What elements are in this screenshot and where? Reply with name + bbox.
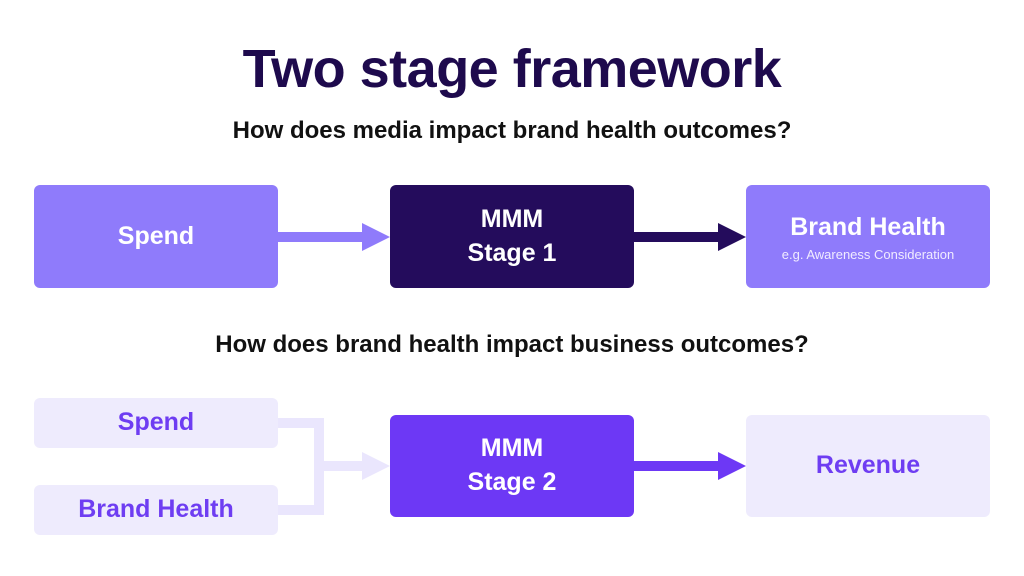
stage2-spend-label: Spend (117, 408, 195, 437)
stage2-revenue-label: Revenue (815, 451, 921, 480)
stage1-question: How does media impact brand health outco… (232, 117, 792, 144)
arrow-spend-to-stage1 (278, 223, 390, 251)
stage2-mmm-box: MMM Stage 2 (390, 415, 634, 517)
arrow-stage1-to-brand-health (634, 223, 746, 251)
stage2-mmm-line1: MMM (480, 434, 544, 463)
stage1-mmm-line2: Stage 1 (467, 238, 557, 267)
stage1-brand-health-label: Brand Health (790, 213, 946, 242)
stage1-brand-health-box: Brand Health e.g. Awareness Consideratio… (746, 185, 990, 288)
stage2-mmm-line2: Stage 2 (467, 468, 557, 496)
stage2-brand-health-box: Brand Health (34, 485, 278, 535)
stage2-spend-box: Spend (34, 398, 278, 448)
page-title: Two stage framework (242, 39, 782, 99)
stage1-spend-label: Spend (117, 221, 195, 250)
stage1-spend-box: Spend (34, 185, 278, 288)
arrow-stage2-to-revenue (634, 452, 746, 480)
stage1-mmm-box: MMM Stage 1 (390, 185, 634, 288)
bracket-inputs-to-stage2 (278, 418, 390, 515)
stage1-brand-health-sublabel: e.g. Awareness Consideration (781, 246, 955, 262)
stage2-revenue-box: Revenue (746, 415, 990, 517)
stage2-question: How does brand health impact business ou… (215, 331, 809, 358)
stage1-mmm-line1: MMM (480, 204, 544, 233)
stage2-brand-health-label: Brand Health (78, 495, 234, 524)
